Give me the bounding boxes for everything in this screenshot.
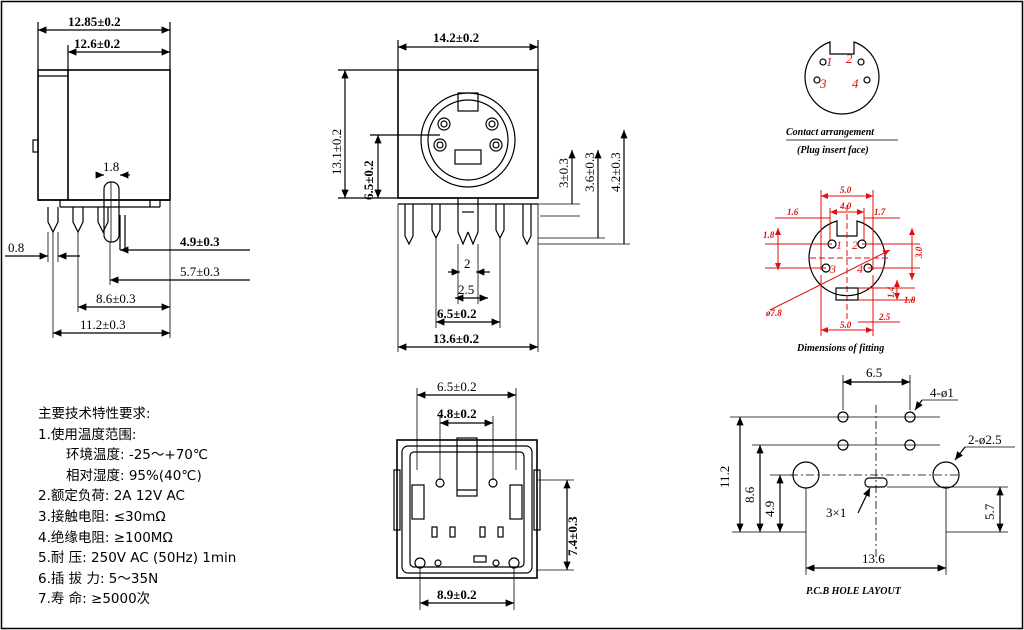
pcb-dim-5-7: 5.7 <box>982 503 997 520</box>
fit-dim-5-0-top: 5.0 <box>840 185 852 195</box>
pcb-layout <box>730 375 1015 575</box>
fit-pin-2: 2 <box>852 238 858 252</box>
spec-item-1: 1.使用温度范围: <box>38 426 137 443</box>
dim-14-2: 14.2±0.2 <box>433 30 479 45</box>
spec-item-5: 5.耐 压: 250V AC (50Hz) 1min <box>38 550 237 567</box>
dim-2-5: 2.5 <box>458 282 474 297</box>
pcb-dim-11-2: 11.2 <box>717 466 732 488</box>
spec-item-1b: 相对湿度: 95%(40℃) <box>66 467 202 484</box>
contact-pin-1: 1 <box>826 54 833 69</box>
spec-item-2: 2.额定负荷: 2A 12V AC <box>38 488 185 505</box>
dim-13-6: 13.6±0.2 <box>433 331 479 346</box>
pcb-slot: 3×1 <box>826 505 846 520</box>
bot-dim-6-5: 6.5±0.2 <box>437 379 477 394</box>
dim-6-5-vert: 6.5±0.2 <box>361 160 376 200</box>
bot-dim-7-4: 7.4±0.3 <box>565 516 580 556</box>
spec-item-3: 3.接触电阻: ≤30mΩ <box>38 508 166 525</box>
contact-arrangement <box>786 41 898 141</box>
fit-dim-1-7: 1.7 <box>874 207 886 217</box>
dim-3: 3±0.3 <box>556 158 571 188</box>
fit-pin-3: 3 <box>829 262 836 276</box>
dim-4-2: 4.2±0.3 <box>608 152 623 192</box>
fit-dim-dia-7-8: ø7.8 <box>765 308 782 318</box>
pcb-holes-2: 2-ø2.5 <box>968 432 1002 447</box>
dim-6-5: 6.5±0.2 <box>437 306 477 321</box>
dim-12-6: 12.6±0.2 <box>74 36 120 51</box>
fit-dim-1-8-right: 1.8 <box>904 295 916 305</box>
pcb-dim-13-6: 13.6 <box>862 551 885 566</box>
dim-3-6: 3.6±0.3 <box>582 152 597 192</box>
front-view <box>338 40 630 352</box>
fit-dim-3-0: 3.0 <box>914 246 924 259</box>
fit-pin-1: 1 <box>836 238 842 252</box>
fit-dim-1-6: 1.6 <box>787 207 799 217</box>
contact-pin-4: 4 <box>852 76 859 91</box>
fit-dim-1-4: 1.4 <box>886 286 896 298</box>
fitting-title: Dimensions of fitting <box>796 343 884 354</box>
dim-8-6: 8.6±0.3 <box>96 291 136 306</box>
tech-spec-list: 主要技术特性要求: 1.使用温度范围: 环境温度: -25～+70℃ 相对湿度:… <box>38 404 338 610</box>
spec-item-6: 6.插 拔 力: 5～35N <box>38 570 159 587</box>
fitting-view <box>765 190 920 336</box>
side-view <box>5 22 250 338</box>
fit-dim-4-0: 4.0 <box>839 201 852 211</box>
dim-13-1: 13.1±0.2 <box>329 129 344 175</box>
dim-1-8: 1.8 <box>103 159 119 174</box>
contact-pin-3: 3 <box>819 76 827 91</box>
fit-dim-2-5: 2.5 <box>878 312 891 322</box>
spec-title: 主要技术特性要求: <box>38 406 151 422</box>
dim-0-8: 0.8 <box>8 240 24 255</box>
contact-title: Contact arrangement <box>786 127 875 138</box>
fit-dim-1-8-left: 1.8 <box>763 230 775 240</box>
spec-item-1a: 环境温度: -25～+70℃ <box>66 447 209 464</box>
pcb-dim-4-9: 4.9 <box>762 501 777 517</box>
dim-11-2: 11.2±0.3 <box>80 317 126 332</box>
dim-4-9: 4.9±0.3 <box>180 234 220 249</box>
dim-2: 2 <box>464 256 471 271</box>
contact-subtitle: (Plug insert face) <box>797 145 869 156</box>
fit-dim-5-0-bottom: 5.0 <box>840 320 852 330</box>
dim-12-85: 12.85±0.2 <box>68 14 121 29</box>
bot-dim-4-8: 4.8±0.2 <box>437 406 477 421</box>
pcb-dim-6-5: 6.5 <box>866 365 882 380</box>
contact-pin-2: 2 <box>846 51 853 66</box>
pcb-holes-4: 4-ø1 <box>930 385 954 400</box>
fit-pin-4: 4 <box>857 262 863 276</box>
spec-item-7: 7.寿 命: ≥5000次 <box>38 591 151 608</box>
pcb-dim-8-6: 8.6 <box>742 486 757 503</box>
dim-5-7: 5.7±0.3 <box>180 264 220 279</box>
bot-dim-8-9: 8.9±0.2 <box>437 587 477 602</box>
bottom-view <box>393 388 574 610</box>
spec-item-4: 4.绝缘电阻: ≥100MΩ <box>38 529 173 546</box>
pcb-title: P.C.B HOLE LAYOUT <box>806 586 902 597</box>
